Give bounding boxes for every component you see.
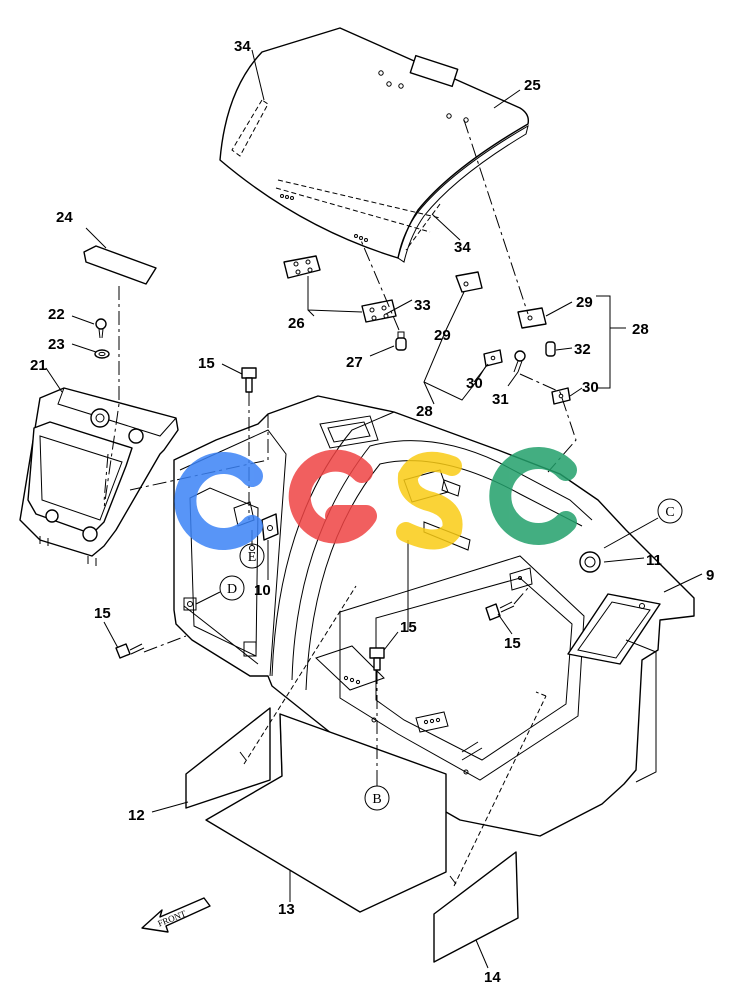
callout-10: 10 — [254, 582, 271, 599]
leader-lines — [45, 49, 703, 969]
hinge-26-left — [283, 255, 321, 279]
floor-mat-13 — [205, 713, 447, 913]
cgsc-watermark-logo — [174, 447, 577, 550]
callout-13: 13 — [278, 901, 295, 918]
callout-27: 27 — [346, 354, 363, 371]
callout-15-top: 15 — [198, 355, 215, 372]
screw-32 — [545, 341, 556, 357]
plate-30-right — [551, 387, 571, 405]
ref-circle-B: B — [364, 785, 390, 811]
callout-32: 32 — [574, 341, 591, 358]
callout-28-left: 28 — [416, 403, 433, 420]
front-direction-arrow: FRONT — [141, 897, 211, 933]
ref-letter-E: E — [248, 550, 257, 565]
callout-22: 22 — [48, 306, 65, 323]
callout-29-right: 29 — [576, 294, 593, 311]
ref-circle-E: E — [239, 543, 265, 569]
callout-24: 24 — [56, 209, 73, 226]
label-plate-24 — [83, 245, 157, 285]
screw-27 — [395, 331, 407, 351]
side-panel-14 — [433, 851, 519, 963]
callout-9: 9 — [706, 567, 714, 584]
callout-15-left: 15 — [94, 605, 111, 622]
callout-29-left: 29 — [434, 327, 451, 344]
bracket-29-right — [517, 307, 547, 329]
callout-23: 23 — [48, 336, 65, 353]
callout-25: 25 — [524, 77, 541, 94]
callout-labels: 34 25 34 24 22 23 21 15 26 33 27 29 29 2… — [30, 38, 714, 986]
callout-30-right: 30 — [582, 379, 599, 396]
bolt-15-left — [115, 643, 145, 659]
watermark-letter-g — [288, 449, 377, 544]
assembly-guide-lines — [103, 119, 577, 887]
callout-26: 26 — [288, 315, 305, 332]
ref-circle-D: D — [219, 575, 245, 601]
plate-30-left — [483, 349, 503, 367]
callout-12: 12 — [128, 807, 145, 824]
ref-letter-D: D — [227, 582, 237, 597]
callout-33: 33 — [414, 297, 431, 314]
watermark-letter-c2 — [489, 447, 577, 545]
bracket-10 — [261, 513, 279, 541]
ref-letter-C: C — [665, 505, 674, 520]
callout-30-left: 30 — [466, 375, 483, 392]
callout-28-right: 28 — [632, 321, 649, 338]
ref-letter-B: B — [372, 792, 381, 807]
callout-31: 31 — [492, 391, 509, 408]
watermark-letter-c1 — [174, 452, 263, 550]
callout-21: 21 — [30, 357, 47, 374]
bracket-29-left — [455, 271, 483, 293]
watermark-letter-s — [396, 451, 463, 550]
screw-22 — [95, 318, 107, 339]
callout-15-center: 15 — [400, 619, 417, 636]
washer-23 — [94, 349, 110, 359]
callout-34-top: 34 — [234, 38, 251, 55]
bolt-15-top — [241, 367, 257, 393]
screw-31 — [513, 350, 526, 373]
callout-11: 11 — [646, 552, 662, 569]
hinge-26-right — [361, 299, 397, 323]
callout-14: 14 — [484, 969, 501, 986]
bolt-15-right — [485, 601, 515, 621]
lid-cover-25 — [219, 27, 530, 263]
callout-15-right: 15 — [504, 635, 521, 652]
callout-34-bottom: 34 — [454, 239, 471, 256]
ref-circle-C: C — [657, 498, 683, 524]
side-panel-12 — [185, 707, 271, 809]
console-panel-21 — [19, 387, 179, 566]
